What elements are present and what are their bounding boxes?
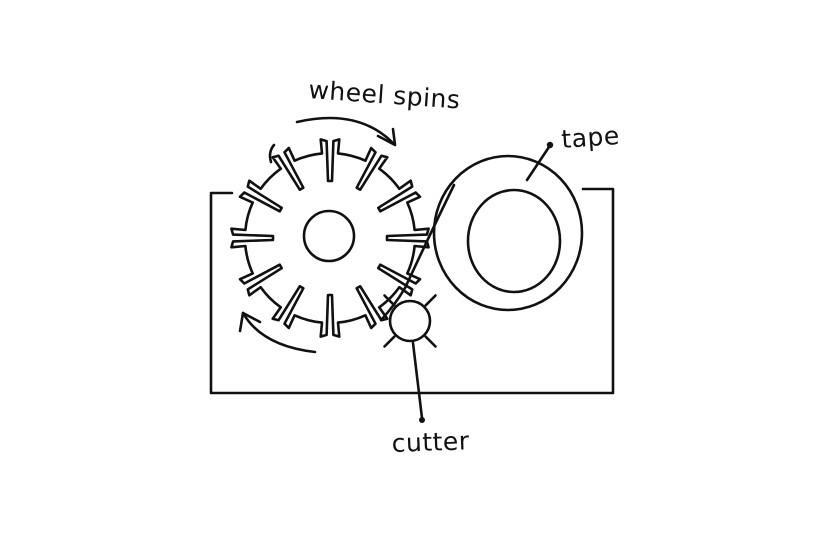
- wheel-stub: [268, 143, 276, 164]
- top-spin-arrow-head: [376, 127, 397, 147]
- label-cutter: cutter: [391, 426, 470, 458]
- tape-strip: [379, 183, 456, 322]
- top-spin-arrow-curve: [295, 116, 395, 145]
- tape-roll: [379, 154, 584, 322]
- bottom-spin-arrow-curve: [241, 311, 317, 354]
- cutter-spikes: [383, 294, 437, 348]
- tape-roll-outer: [432, 154, 584, 312]
- tape-pointer: [525, 141, 554, 182]
- cutter-body: [388, 299, 432, 343]
- cutter-pointer-line: [411, 341, 424, 420]
- label-tape: tape: [560, 121, 620, 154]
- cutter-spike: [424, 294, 437, 307]
- slotted-wheel: [230, 138, 430, 338]
- wheel-body: [230, 138, 430, 338]
- label-wheel: wheel spins: [308, 75, 462, 115]
- cutter-pointer-dot: [419, 417, 425, 423]
- tape-pointer-dot: [546, 141, 554, 149]
- cutter-spike: [383, 294, 396, 307]
- cutter-spike: [424, 335, 437, 348]
- bottom-spin-arrow-head: [238, 311, 262, 333]
- tape-roll-inner: [466, 188, 562, 294]
- wheel-hub: [302, 209, 356, 263]
- spin-arrows: [238, 116, 397, 354]
- cutter-spike: [383, 335, 396, 348]
- housing-box: [209, 187, 615, 395]
- cutter-part: [383, 294, 437, 423]
- housing-outline: [209, 187, 615, 395]
- tape-pointer-line: [525, 145, 551, 182]
